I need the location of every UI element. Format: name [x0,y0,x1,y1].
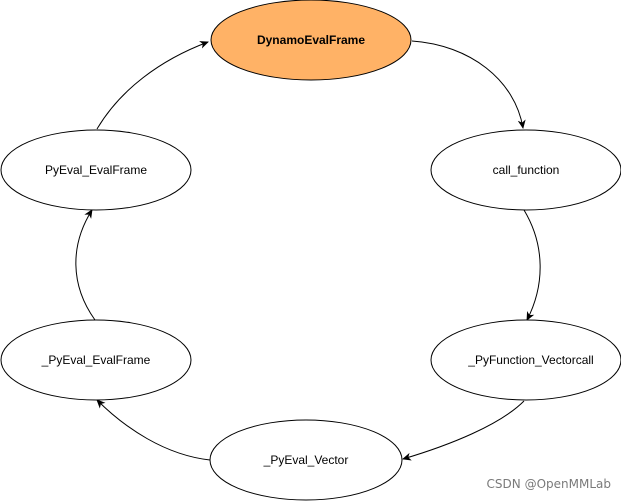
node-pyeval-evalframe-internal: _PyEval_EvalFrame [0,319,192,401]
node-pyeval-evalframe: PyEval_EvalFrame [0,129,192,211]
node-label: _PyEval_EvalFrame [41,353,151,367]
node-pyfunction-vectorcall: _PyFunction_Vectorcall [430,319,621,401]
edge-pyfunction-vectorcall-to-pyeval-vector [402,400,525,461]
node-label: call_function [493,163,560,177]
edge-pyeval-evalframe-internal-to-pyeval-evalframe [75,209,96,321]
node-label: DynamoEvalFrame [257,33,365,47]
node-dynamo-eval-frame: DynamoEvalFrame [210,0,412,81]
edge-dynamo-to-call-function [411,40,526,129]
edge-pyeval-vector-to-pyeval-evalframe-internal [96,399,211,461]
node-call-function: call_function [430,129,621,211]
node-label: _PyFunction_Vectorcall [467,353,593,367]
watermark: CSDN @OpenMMLab [486,477,611,491]
node-label: PyEval_EvalFrame [45,163,147,177]
node-label: _PyEval_Vector [263,453,349,467]
edge-pyeval-evalframe-to-dynamo [96,41,209,130]
node-pyeval-vector: _PyEval_Vector [209,419,403,501]
edge-call-function-to-pyfunction-vectorcall [523,209,541,321]
